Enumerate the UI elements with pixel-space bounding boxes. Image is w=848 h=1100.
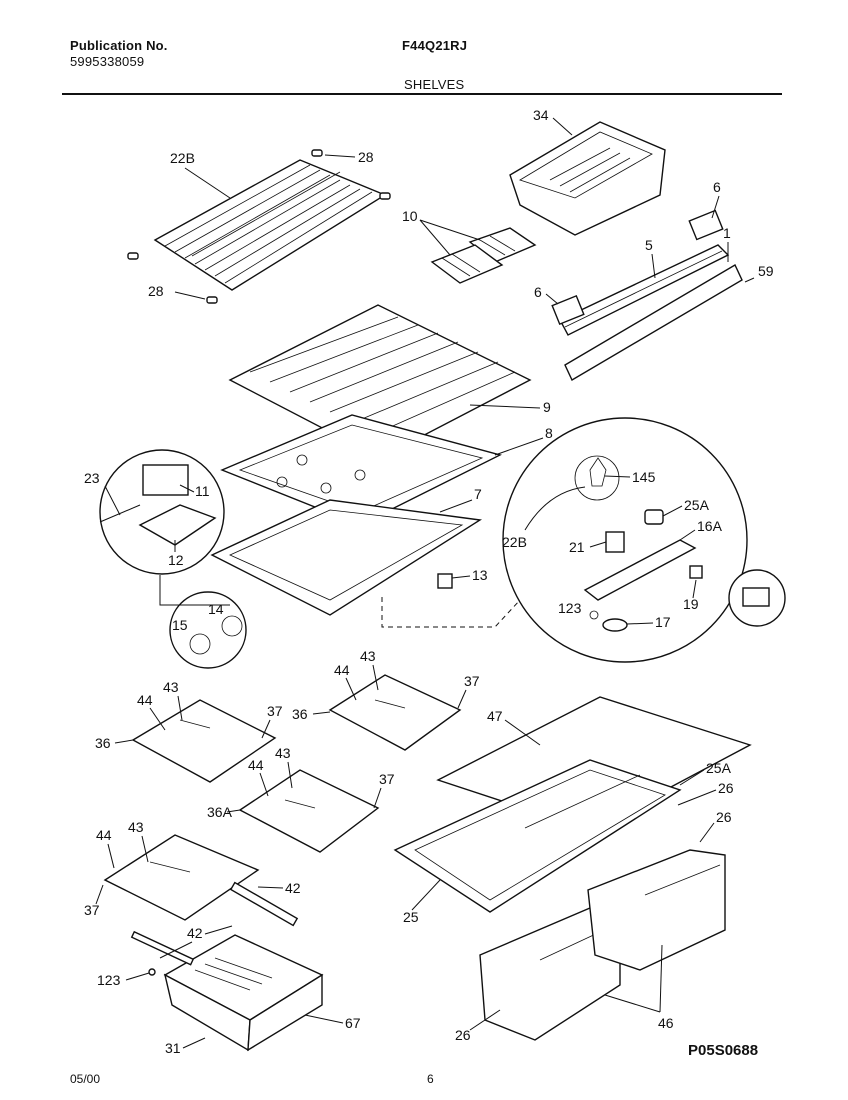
detail-circle-control (502, 417, 748, 663)
callout-123: 123 (97, 972, 121, 988)
callout-81: 123 (558, 600, 582, 616)
callout-43-d: 43 (128, 819, 144, 835)
callout-13: 12 (168, 552, 184, 568)
detail-circle-lamp (169, 591, 247, 669)
callout-43-c: 43 (275, 745, 291, 761)
callout-44-b: 44 (334, 662, 350, 678)
callout-31: 31 (165, 1040, 181, 1056)
callout-26-right: 26 (716, 809, 732, 825)
damper-control (437, 573, 453, 589)
footer-date: 05/00 (70, 1072, 101, 1086)
callout-14: 13 (472, 567, 488, 583)
crisper-cover-shelf (228, 304, 532, 459)
ice-trays (430, 227, 537, 284)
shelf-end-caps (127, 149, 391, 304)
callout-21: 21 (569, 539, 585, 555)
dashed-leader (381, 597, 521, 628)
leader-22A (524, 486, 586, 531)
detail-circle-left (99, 449, 225, 575)
callout-36-c: 36A (207, 804, 233, 820)
callout-145: 145 (632, 469, 656, 485)
callout-42: 42 (187, 925, 203, 941)
callout-28-bottom: 28 (148, 283, 164, 299)
callout-36A: 37 (84, 902, 100, 918)
callout-37-d: 42 (285, 880, 301, 896)
lower-frame (210, 499, 483, 616)
callout-9: 9 (543, 399, 551, 415)
callout-23: 25A (684, 497, 710, 513)
callout-44-d: 44 (96, 827, 112, 843)
callout-10: 10 (402, 208, 418, 224)
callout-44-c: 44 (248, 757, 264, 773)
callout-25A: 25A (706, 760, 732, 776)
callout-36-b: 36 (292, 706, 308, 722)
callout-22B: 23 (84, 470, 100, 486)
callout-16A: 15 (172, 617, 188, 633)
callout-28-top: 28 (358, 149, 374, 165)
publication-number: 5995338059 (70, 54, 145, 69)
detail-circle-switch (728, 569, 786, 627)
crisper-pan-right (587, 849, 726, 971)
callout-37-c: 37 (379, 771, 395, 787)
callout-1: 1 (723, 225, 731, 241)
header-rule (62, 93, 782, 95)
callout-8: 8 (545, 425, 553, 441)
callout-36-a: 36 (95, 735, 111, 751)
callout-15: 14 (208, 601, 224, 617)
model-number: F44Q21RJ (402, 38, 468, 53)
glass-shelf-left-top (131, 699, 277, 783)
callout-44-a: 44 (137, 692, 153, 708)
callout-37-a: 37 (267, 703, 283, 719)
callout-37-b: 37 (464, 673, 480, 689)
diagram-code: P05S0688 (688, 1042, 759, 1059)
callout-5: 5 (645, 237, 653, 253)
glass-shelf-mid-top (328, 674, 462, 751)
callout-11: 22B (170, 150, 195, 166)
wire-shelf (153, 159, 387, 291)
callout-7: 7 (474, 486, 482, 502)
callout-46: 46 (658, 1015, 674, 1031)
callout-12: 11 (195, 483, 210, 499)
callout-6-top: 6 (713, 179, 721, 195)
ice-bin (509, 121, 666, 236)
callout-47: 47 (487, 708, 503, 724)
callout-17: 16A (697, 518, 723, 534)
publication-label: Publication No. (70, 38, 168, 53)
callout-19: 19 (683, 596, 699, 612)
callout-25: 25 (403, 909, 419, 925)
callout-6-bottom: 6 (534, 284, 542, 300)
callout-67: 67 (345, 1015, 361, 1031)
bracket-leader (159, 575, 230, 606)
callout-59: 59 (758, 263, 774, 279)
crisper-frame (393, 759, 682, 913)
callout-26-left: 26 (455, 1027, 471, 1043)
pan-frame (220, 414, 502, 526)
deli-drawer (130, 930, 324, 1052)
callout-22A: 22B (502, 534, 527, 550)
shelf-trim (229, 881, 299, 927)
callout-18: 17 (655, 614, 671, 630)
callout-25B: 26 (718, 780, 734, 796)
section-title: SHELVES (404, 77, 465, 92)
glass-shelf-mid (238, 769, 380, 853)
callout-34: 34 (533, 107, 549, 123)
callout-43-b: 43 (360, 648, 376, 664)
glass-shelf-bottom (103, 834, 260, 921)
footer-page: 6 (427, 1072, 434, 1086)
callout-43-a: 43 (163, 679, 179, 695)
